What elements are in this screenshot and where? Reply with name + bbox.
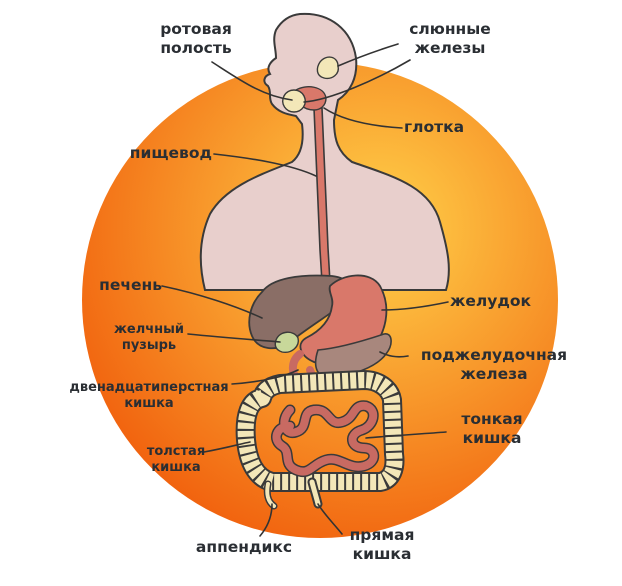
label-oral-cavity-line1: ротовая [160,20,232,38]
label-pharynx: глотка [404,118,494,137]
label-pharynx-line1: глотка [404,118,465,136]
salivary-gland-lower [282,89,306,113]
large-intestine-fill [237,372,403,490]
label-large-intestine-line1: толстая [146,444,206,459]
label-esophagus-line1: пищевод [129,144,212,162]
liver-shape [248,274,353,350]
leader-lines [161,43,449,537]
label-salivary-glands: слюнные железы [396,20,504,58]
label-pancreas: поджелудочная железа [410,346,578,384]
leader-duodenum [231,369,299,385]
leader-stomach [381,301,449,311]
label-stomach: желудок [450,292,560,311]
label-pancreas-line2: железа [460,365,528,383]
gallbladder-shape [274,331,299,353]
label-appendix: аппендикс [184,538,304,557]
leader-salivary-2 [303,59,411,103]
label-salivary-line1: слюнные [409,20,491,38]
leader-esophagus [213,153,317,177]
leader-rectum [317,503,343,535]
leader-large-intestine [203,441,251,453]
small-intestine-fill [272,401,378,476]
label-salivary-line2: железы [414,39,486,57]
label-large-intestine-line2: кишка [151,460,201,475]
label-gallbladder-line2: пузырь [121,338,177,353]
salivary-gland-upper [316,56,339,80]
label-rectum: прямая кишка [332,526,432,564]
label-small-intestine-line1: тонкая [461,410,523,428]
body-silhouette [199,12,450,291]
label-small-intestine-line2: кишка [462,429,522,447]
label-oral-cavity: ротовая полость [140,20,252,58]
label-duodenum-line1: двенадцатиперстная [69,380,229,395]
label-duodenum: двенадцатиперстная кишка [60,380,238,412]
label-oral-cavity-line2: полость [160,39,232,57]
label-liver: печень [70,276,162,295]
label-duodenum-line2: кишка [124,396,174,411]
label-stomach-line1: желудок [450,292,532,310]
label-rectum-line2: кишка [352,545,412,563]
leader-salivary [337,43,399,67]
label-liver-line1: печень [99,276,162,294]
leader-pharynx [323,107,403,129]
label-small-intestine: тонкая кишка [446,410,538,448]
label-gallbladder: желчный пузырь [104,322,194,354]
leader-gallbladder [187,333,281,343]
rectum-fill [309,479,321,507]
leader-mouth [211,61,293,101]
label-gallbladder-line1: желчный [113,322,185,337]
label-large-intestine: толстая кишка [134,444,218,476]
leader-liver [161,285,263,319]
leader-appendix [259,503,273,537]
leader-small-intestine [365,431,447,439]
label-esophagus: пищевод [100,144,212,163]
leader-pancreas [379,351,409,358]
label-rectum-line1: прямая [349,526,415,544]
label-pancreas-line1: поджелудочная [420,346,568,364]
label-appendix-line1: аппендикс [195,538,293,556]
